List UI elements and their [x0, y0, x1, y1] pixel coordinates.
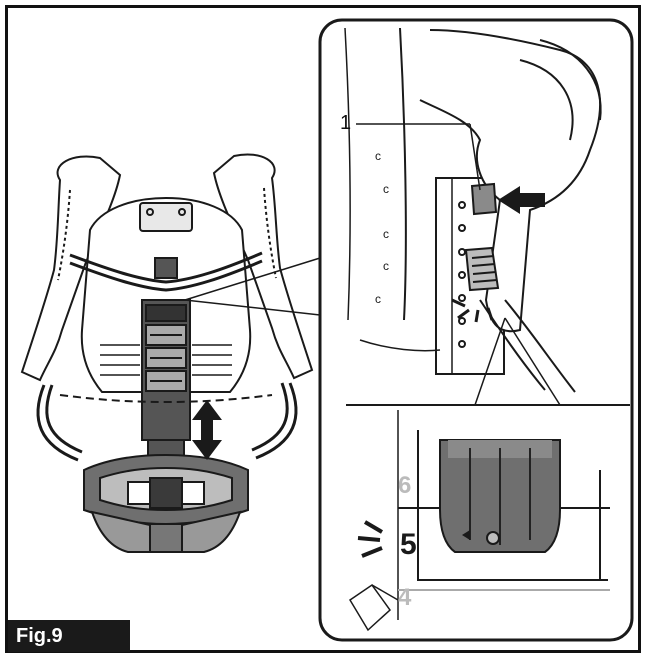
zoom-connector-lines: [184, 257, 321, 316]
svg-text:c: c: [375, 149, 381, 163]
click-marks-lower: [357, 520, 384, 558]
click-marks-upper: [451, 298, 494, 323]
zoom-detail-panel: c c c c c: [318, 18, 634, 642]
height-adjust-arrow: [192, 400, 222, 460]
svg-text:c: c: [383, 259, 389, 273]
lower-detail: [348, 410, 610, 632]
push-arrow: [498, 186, 545, 214]
svg-text:c: c: [383, 182, 389, 196]
figure-label: Fig.9: [8, 620, 130, 652]
svg-text:c: c: [383, 227, 389, 241]
harness-illustration: [20, 153, 314, 553]
upper-detail: c c c c c: [344, 27, 602, 393]
scale-number-6: 6: [398, 472, 412, 499]
svg-text:c: c: [375, 292, 381, 306]
callout-number-1: 1: [340, 112, 352, 134]
scale-number-5: 5: [400, 528, 417, 561]
scale-number-4: 4: [398, 584, 412, 611]
